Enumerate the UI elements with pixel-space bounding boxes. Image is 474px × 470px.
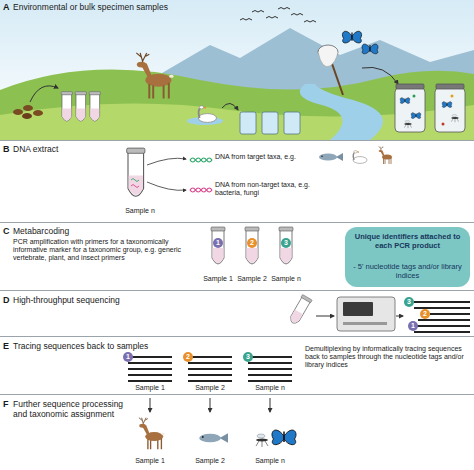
panel-letter: E (3, 341, 13, 351)
sample-label: Sample 2 (190, 457, 230, 465)
panel-band: CMetabarcodingPCR amplification with pri… (0, 222, 474, 290)
panel-band: BDNA extractDNA from target taxa, e.g. DN… (0, 140, 474, 222)
tag-number: 2 (420, 309, 430, 319)
tag-number: 1 (213, 238, 223, 248)
sample-label: Sample n (250, 384, 290, 392)
panel-heading: Further sequence processing and taxonomi… (13, 400, 133, 420)
panel-letter: B (3, 144, 13, 154)
callout-text: - 5' nucleotide tags and/or library indi… (350, 263, 465, 280)
panel-band: ETracing sequences back to samples Demult… (0, 336, 474, 394)
callout-box: Unique identifiers attached to each PCR … (345, 227, 470, 287)
sample-label: Sample 1 (130, 457, 170, 465)
panel-letter: A (3, 2, 13, 12)
description-text: Demultiplexing by informatically tracing… (305, 345, 470, 369)
sample-label: Sample 1 (130, 384, 170, 392)
tag-number: 2 (247, 238, 257, 248)
tag-number: 3 (281, 238, 291, 248)
panel-band: FFurther sequence processing and taxonom… (0, 394, 474, 470)
sample-label: Sample 1 (198, 275, 238, 283)
panel-band: AEnvironmental or bulk specimen samples (0, 0, 474, 140)
callout-heading: Unique identifiers attached to each PCR … (350, 233, 465, 250)
description-text: DNA from target taxa, e.g. (215, 153, 325, 161)
tag-number: 3 (243, 352, 253, 362)
description-text: PCR amplification with primers for a tax… (13, 238, 201, 262)
panel-letter: C (3, 226, 13, 236)
sample-label: Sample n (250, 457, 290, 465)
tag-number: 2 (183, 352, 193, 362)
sample-label: Sample 2 (190, 384, 230, 392)
panel-heading: Environmental or bulk specimen samples (13, 3, 263, 13)
sample-label: Sample n (266, 275, 306, 283)
tag-number: 1 (408, 321, 418, 331)
sample-label: Sample 2 (232, 275, 272, 283)
panel-heading: Metabarcoding (13, 227, 163, 237)
panel-letter: F (3, 399, 13, 409)
panel-heading: Tracing sequences back to samples (13, 342, 173, 352)
tag-number: 3 (404, 297, 414, 307)
tag-number: 1 (123, 352, 133, 362)
panel-band: DHigh-throughput sequencing (0, 290, 474, 336)
panel-heading: High-throughput sequencing (13, 296, 173, 306)
description-text: DNA from non-target taxa, e.g. bacteria,… (215, 181, 325, 197)
panel-letter: D (3, 295, 13, 305)
sample-label: Sample n (115, 207, 165, 215)
panel-heading: DNA extract (13, 145, 113, 155)
